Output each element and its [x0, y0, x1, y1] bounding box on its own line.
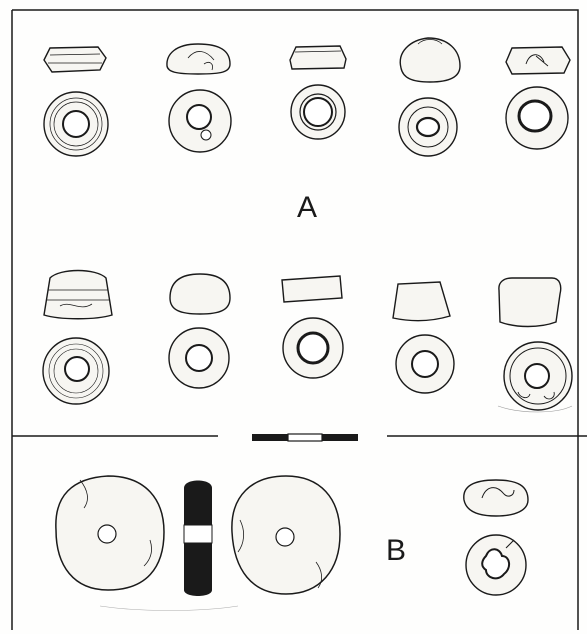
bead-2: [166, 43, 232, 153]
bead-4-profile: [399, 37, 461, 83]
bead-6: [42, 269, 113, 405]
bead-3-profile: [289, 45, 347, 70]
spindle-whorl-reverse: [231, 475, 341, 595]
ground-line: [99, 605, 239, 611]
bead-8-profile: [281, 275, 343, 303]
bead-7-profile: [169, 273, 231, 315]
bead-5: [505, 46, 571, 150]
bead-1-profile: [43, 46, 107, 73]
bead-5-profile: [505, 46, 571, 75]
spindle-whorl-section: [183, 480, 213, 596]
group-a-label: A: [297, 191, 318, 224]
bead-8: [281, 275, 344, 379]
bead-10-profile: [498, 277, 562, 328]
bead-7: [168, 273, 231, 389]
bead-6-profile: [43, 269, 113, 320]
group-b-label: B: [386, 534, 407, 567]
scale-bar: [252, 433, 358, 442]
spindle-whorl-face: [55, 475, 165, 591]
bead-3: [289, 45, 347, 140]
plate-frame: [11, 9, 579, 630]
bead-2-profile: [166, 43, 231, 75]
bead-b: [463, 479, 529, 596]
bead-9-profile: [392, 281, 451, 322]
bead-1: [43, 46, 109, 157]
bead-4: [398, 37, 461, 157]
bead-9: [392, 281, 455, 394]
bead-10: [497, 277, 573, 413]
